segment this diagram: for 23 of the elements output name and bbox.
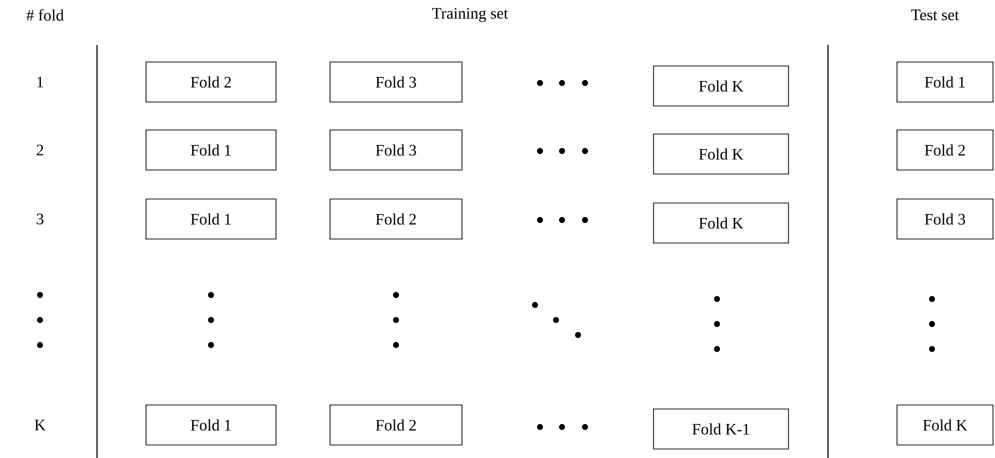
fold-box: Fold 3 [330, 130, 462, 170]
fold-box: Fold 2 [330, 404, 462, 446]
fold-box: Fold 1 [146, 404, 276, 446]
row-number: 2 [36, 144, 44, 156]
row-number: K [34, 420, 46, 430]
fold-box: Fold K-1 [653, 408, 789, 450]
fold-box: Fold 2 [896, 130, 994, 170]
row-number: 1 [37, 76, 44, 88]
fold-box: Fold 2 [146, 62, 276, 102]
column-header: Training set [432, 8, 508, 22]
fold-box: Fold K [653, 66, 789, 106]
fold-box: Fold 2 [330, 198, 462, 240]
fold-box: Fold K [653, 134, 789, 174]
column-header: # fold [26, 9, 64, 21]
fold-box: Fold 1 [896, 62, 994, 102]
fold-box: Fold K [653, 202, 789, 244]
fold-box: Fold K [896, 404, 994, 446]
column-header: Test set [911, 10, 960, 20]
fold-box: Fold 3 [330, 62, 462, 102]
fold-box: Fold 1 [146, 130, 276, 170]
row-number: 3 [36, 214, 44, 224]
fold-box: Fold 3 [896, 198, 994, 240]
fold-box: Fold 1 [146, 198, 276, 240]
